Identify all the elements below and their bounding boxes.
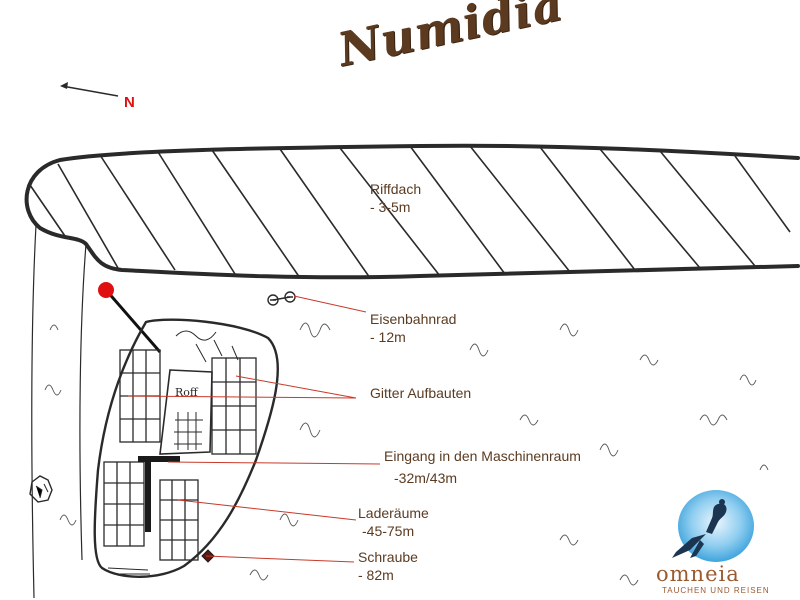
label-eingang-name: Eingang in den Maschinenraum <box>384 448 581 464</box>
label-gitter-name: Gitter Aufbauten <box>370 385 472 401</box>
label-laderaeume: Laderäume -45-75m <box>358 504 429 540</box>
label-eisenbahnrad-depth: - 12m <box>370 329 406 345</box>
label-eingang-depth: -32m/43m <box>394 470 458 486</box>
label-riffdach-name: Riffdach <box>370 181 422 197</box>
label-eisenbahnrad-name: Eisenbahnrad <box>370 311 457 327</box>
omneia-logo-icon <box>672 490 754 562</box>
label-gitter-aufbauten: Gitter Aufbauten <box>370 384 471 402</box>
label-laderaeume-depth: -45-75m <box>362 523 415 539</box>
reef-edge <box>24 143 800 280</box>
logo-name: omneia <box>656 562 740 586</box>
label-eisenbahnrad: Eisenbahnrad - 12m <box>370 310 456 346</box>
buoy-marker-icon <box>98 282 162 353</box>
label-eingang-maschinenraum: Eingang in den Maschinenraum -32m/43m <box>384 447 581 487</box>
wreck-marking: Roff <box>175 386 198 399</box>
reef-top <box>24 143 800 280</box>
reef-slope <box>31 224 87 599</box>
logo-tagline: TAUCHEN UND REISEN <box>662 586 770 595</box>
seabed-ripples <box>44 322 769 586</box>
north-arrow-icon <box>60 82 119 97</box>
label-riffdach-depth: - 3-5m <box>370 199 411 215</box>
leader-lines <box>127 295 381 563</box>
label-schraube-depth: - 82m <box>358 567 394 583</box>
label-schraube: Schraube - 82m <box>358 548 418 584</box>
wreck-numidia <box>93 318 279 578</box>
railway-wheel-icon <box>267 291 296 306</box>
label-schraube-name: Schraube <box>358 549 418 565</box>
label-riffdach: Riffdach - 3-5m <box>370 180 421 216</box>
coral-block <box>29 475 53 503</box>
reef-hatching <box>29 145 791 279</box>
label-laderaeume-name: Laderäume <box>358 505 429 521</box>
north-label: N <box>124 94 135 111</box>
